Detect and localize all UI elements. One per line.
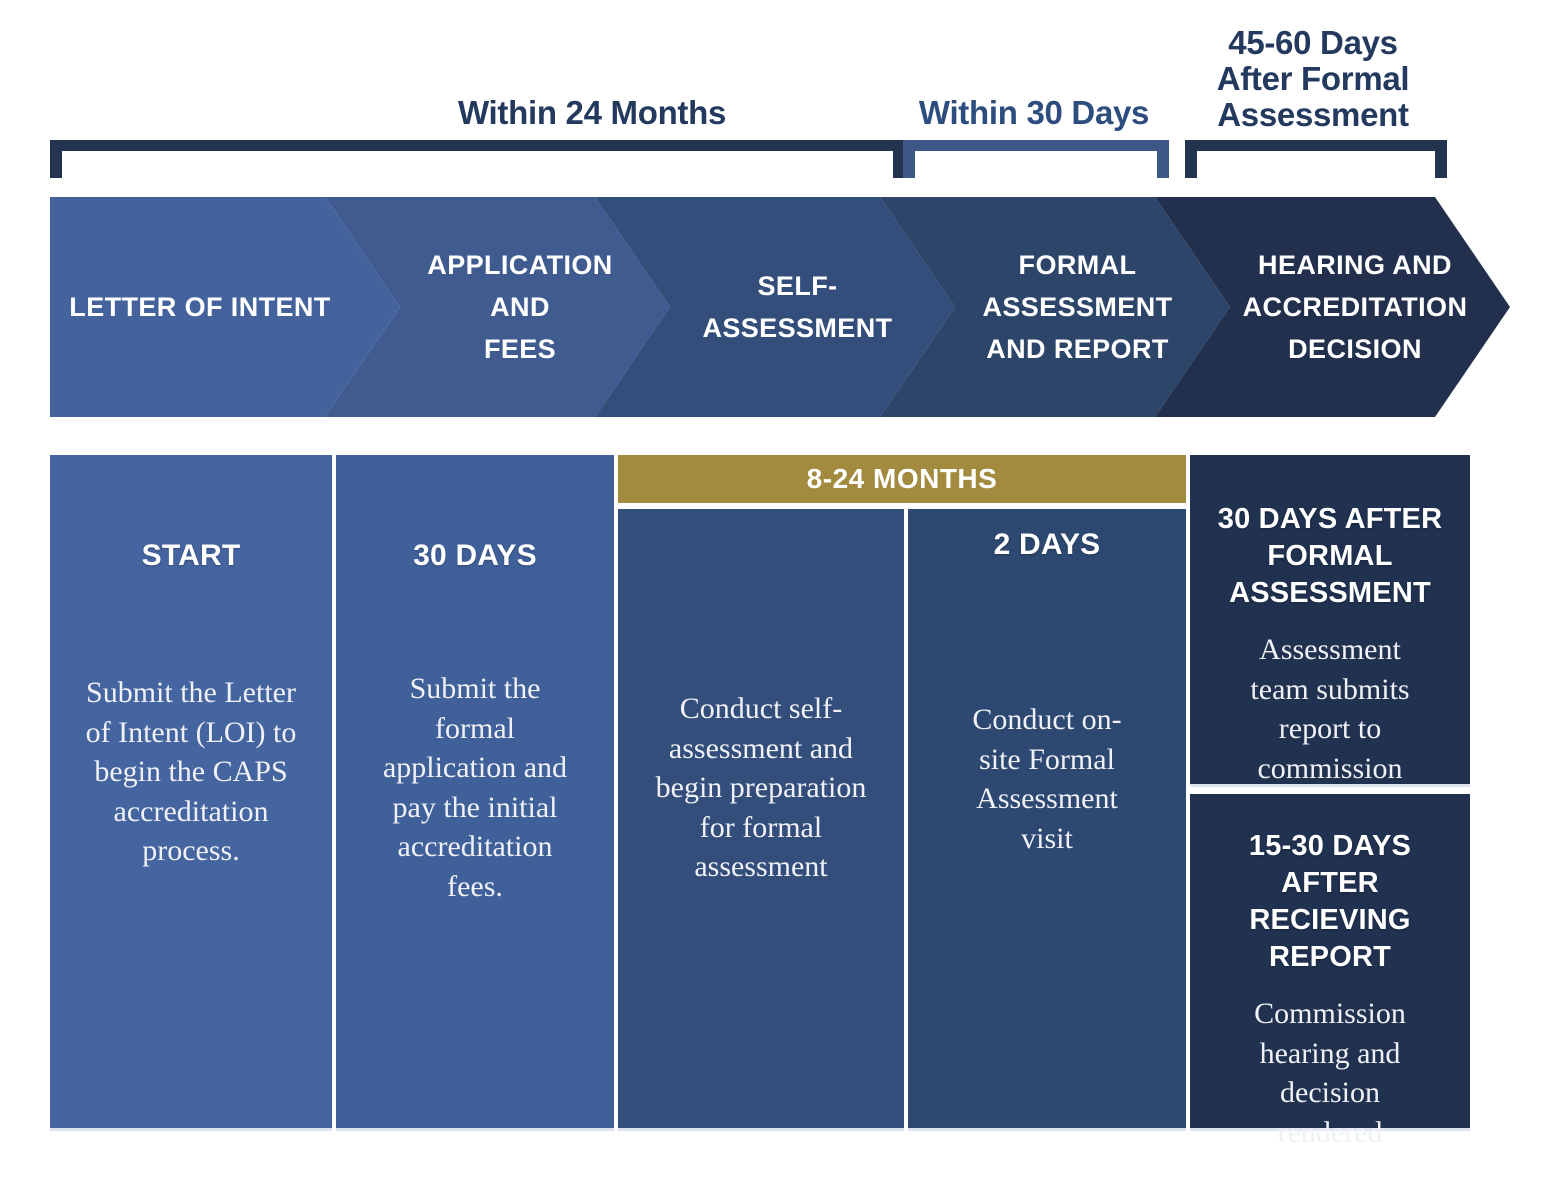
duration-label-line: 45-60 Days [1228,24,1398,61]
chevron-label: ASSESSMENT [702,313,893,343]
bracket-within-30-days [903,140,1169,178]
column-body: Submit the formal application and pay th… [382,672,568,903]
band-label: 8-24 MONTHS [806,463,998,494]
duration-label-45-60-days: 45-60 Days After Formal Assessment [1153,25,1473,133]
chevron-label: FEES [483,334,557,364]
box-body: Commission hearing and decision rendered [1254,997,1406,1149]
detail-column-30-days: 30 DAYS Submit the formal application an… [336,455,614,1131]
detail-column-2-days: 2 DAYS Conduct on-site Formal Assessment… [908,509,1186,1131]
chevron-label: APPLICATION AND [427,250,613,322]
duration-label-line: Assessment [1217,96,1409,133]
detail-box-30-days-after-formal-assessment: 30 DAYS AFTER FORMAL ASSESSMENT Assessme… [1190,455,1470,787]
column-header: START [141,539,241,572]
bracket-45-60-days [1185,140,1447,178]
band-8-24-months: 8-24 MONTHS [618,455,1186,503]
chevron-label: ACCREDITATION [1242,292,1468,322]
chevron-label: ASSESSMENT [982,292,1173,322]
chevron-label: AND REPORT [986,334,1169,364]
chevron-label: SELF- [757,271,838,301]
column-header: 2 DAYS [993,528,1101,561]
chevron-label: DECISION [1288,334,1422,364]
box-body: Assessment team submits report to commis… [1250,633,1410,785]
chevron-letter-of-intent: LETTER OF INTENT [50,197,400,417]
column-header: 30 DAYS [413,539,537,572]
chevron-label: FORMAL [1018,250,1137,280]
duration-label-within-24-months: Within 24 Months [457,94,727,131]
chevron-label: HEARING AND [1258,250,1452,280]
box-header: 15-30 DAYS AFTER RECIEVING REPORT [1248,830,1412,973]
column-body: Conduct on-site Formal Assessment visit [972,703,1122,855]
chevron-self-assessment: SELF- ASSESSMENT [595,197,955,417]
duration-label-within-30-days: Within 30 Days [918,94,1150,131]
duration-label-line: After Formal [1216,60,1410,97]
detail-box-15-30-days-after-receiving-report: 15-30 DAYS AFTER RECIEVING REPORT Commis… [1190,794,1470,1149]
column-body: Submit the Letter of Intent (LOI) to beg… [85,676,297,868]
detail-column-self-assessment: Conduct self-assessment and begin prepar… [618,509,904,1131]
column-body: Conduct self-assessment and begin prepar… [655,692,867,884]
bracket-within-24-months [50,140,905,178]
chevron-label: LETTER OF INTENT [69,292,331,322]
detail-column-start: START Submit the Letter of Intent (LOI) … [50,455,332,1131]
box-header: 30 DAYS AFTER FORMAL ASSESSMENT [1217,503,1443,609]
